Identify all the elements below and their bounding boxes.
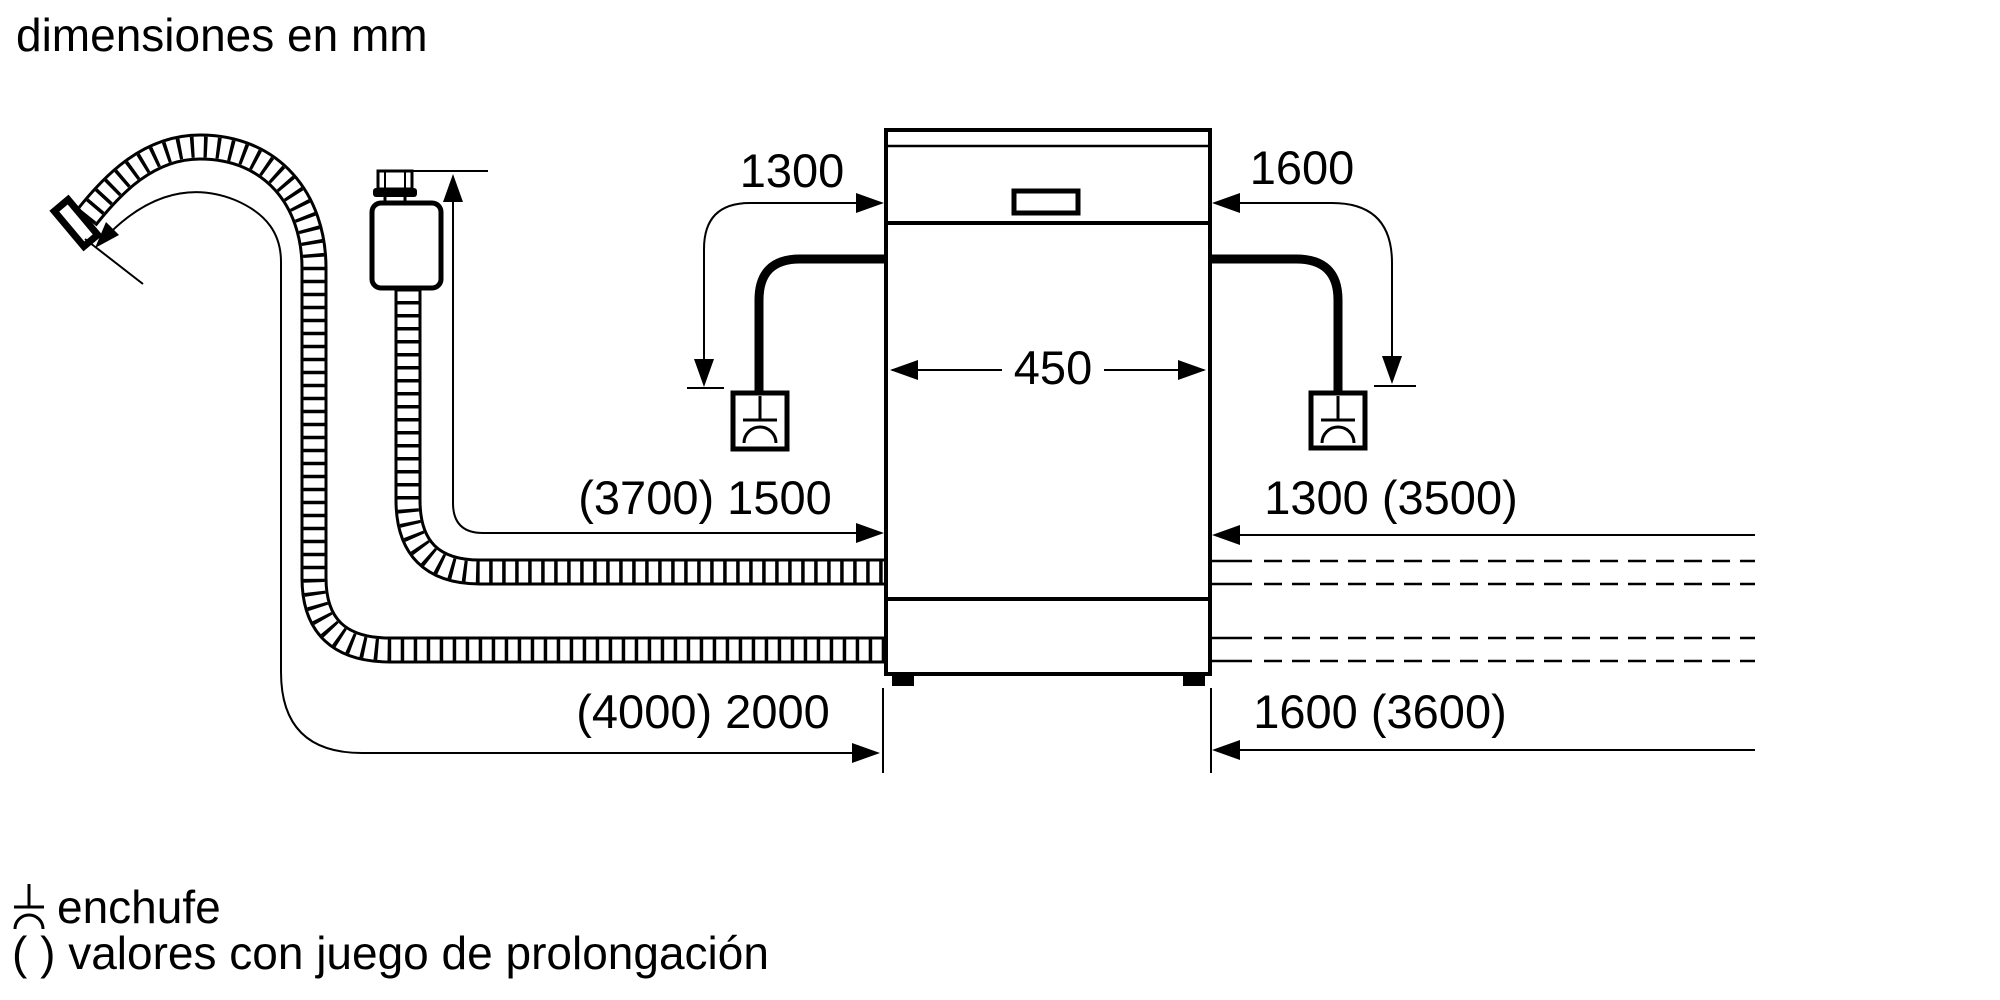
plug-legend-icon (13, 884, 45, 930)
power-socket-right-icon (1308, 390, 1368, 451)
dim-label-right-bottom: 1600 (3600) (1253, 685, 1507, 738)
diagram-title: dimensiones en mm (16, 9, 428, 61)
legend-plug-label: enchufe (57, 881, 221, 933)
dim-leader-cord-right (1212, 193, 1416, 387)
dishwasher-foot-right (1183, 675, 1205, 686)
dim-label-appliance-width: 450 (1013, 341, 1093, 394)
dishwasher-outline (884, 128, 1212, 686)
power-cable-right (1210, 254, 1343, 391)
supply-hose (394, 288, 888, 586)
drain-hose (75, 133, 888, 664)
dim-right-bottom (1212, 740, 1755, 760)
hose-continuation-dashes (1212, 559, 1755, 663)
legend-parens-note: ( ) valores con juego de prolongación (12, 927, 769, 979)
dim-label-cord-right: 1600 (1249, 141, 1355, 194)
dishwasher-handle (1011, 188, 1081, 216)
dim-leader-drain-hose (84, 191, 880, 763)
dim-label-supply-hose: (3700) 1500 (578, 471, 832, 524)
dishwasher-foot-left (892, 675, 914, 686)
power-socket-left-icon (730, 390, 790, 452)
dim-leader-supply-hose (443, 174, 884, 543)
aquastop-valve (369, 169, 488, 291)
dim-right-mid (1212, 525, 1755, 545)
dim-label-cord-left: 1300 (739, 144, 845, 197)
dim-leader-cord-left (687, 193, 884, 389)
dim-appliance-width (890, 360, 1206, 380)
dim-label-right-mid: 1300 (3500) (1264, 471, 1518, 524)
power-cable-left (754, 254, 886, 391)
drain-hose-end-cap (49, 194, 103, 252)
dim-label-drain-hose: (4000) 2000 (576, 685, 830, 738)
